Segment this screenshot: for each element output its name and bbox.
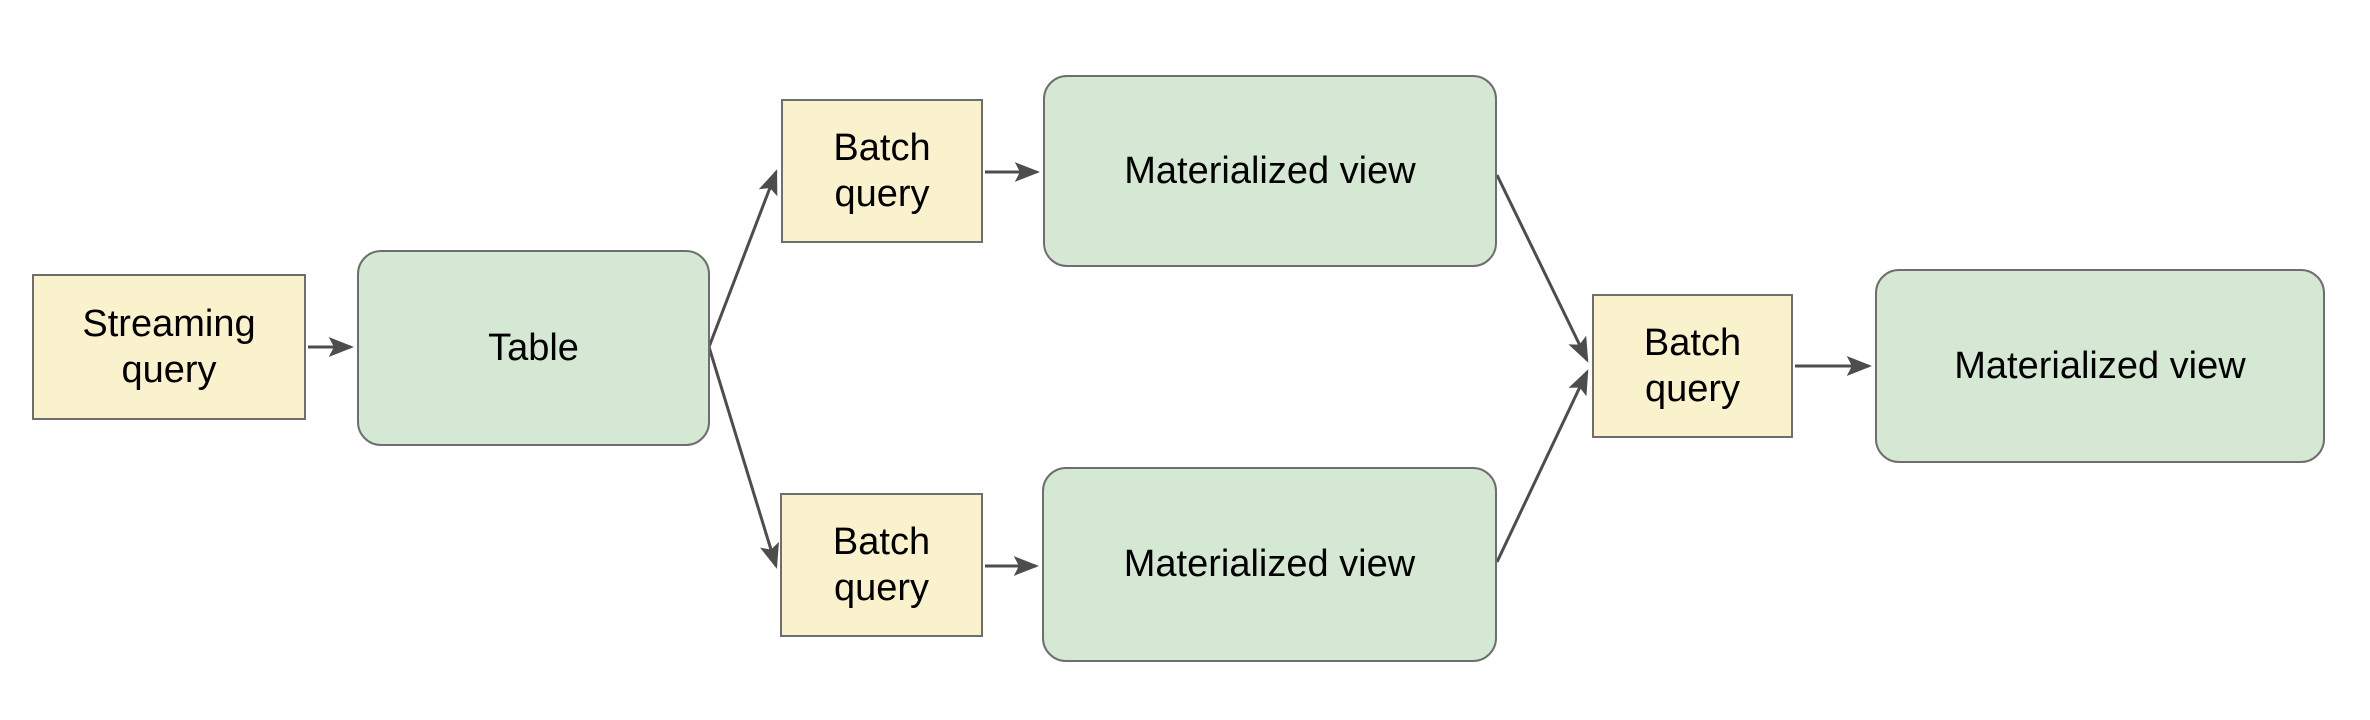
node-batch-query-top[interactable]: Batch query	[781, 99, 983, 243]
edge-materialized-view-top-to-batch-query-join	[1495, 174, 1589, 363]
node-batch-query-bottom[interactable]: Batch query	[780, 493, 983, 637]
node-materialized-view-bottom[interactable]: Materialized view	[1042, 467, 1497, 662]
node-table[interactable]: Table	[357, 250, 710, 446]
edge-table-to-batch-query-top	[707, 169, 778, 348]
node-label: Materialized view	[1124, 149, 1416, 192]
node-label: Materialized view	[1954, 344, 2246, 387]
node-label: Batch query	[832, 520, 931, 609]
node-label: Table	[488, 326, 579, 369]
node-materialized-view-top[interactable]: Materialized view	[1043, 75, 1497, 267]
node-batch-query-join[interactable]: Batch query	[1592, 294, 1793, 438]
edge-materialized-view-bottom-to-batch-query-join	[1495, 369, 1589, 563]
node-label: Batch query	[833, 126, 931, 215]
node-materialized-view-final[interactable]: Materialized view	[1875, 269, 2325, 463]
node-label: Batch query	[1643, 321, 1742, 410]
edge-table-to-batch-query-bottom	[707, 346, 779, 569]
node-streaming-query[interactable]: Streaming query	[32, 274, 306, 420]
node-label: Materialized view	[1123, 543, 1416, 586]
node-label: Streaming query	[82, 302, 256, 391]
